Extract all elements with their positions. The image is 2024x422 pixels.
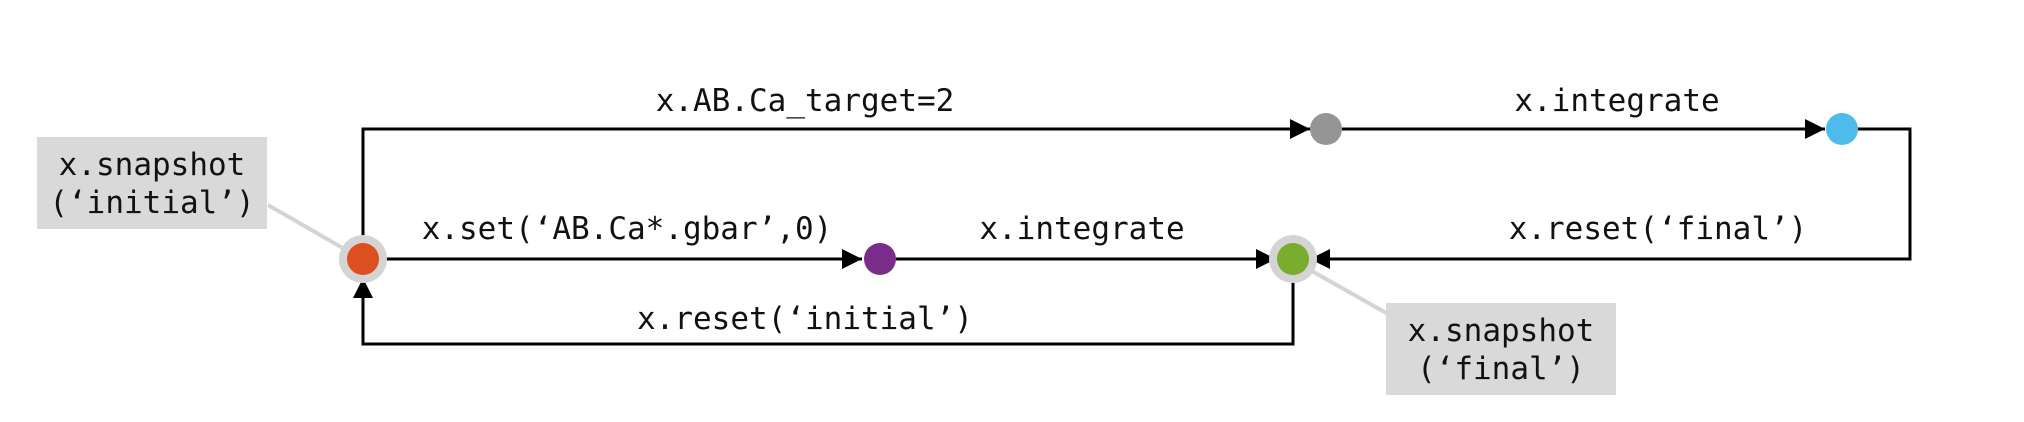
edge-reset-final[interactable] [1310, 127, 1912, 269]
label-integrate-bottom: x.integrate [979, 211, 1184, 247]
note-snapshot-final-line1: x.snapshot [1408, 313, 1595, 349]
node-final[interactable] [1277, 243, 1309, 275]
label-integrate-top: x.integrate [1514, 83, 1719, 119]
label-reset-initial: x.reset(‘initial’) [637, 301, 973, 337]
node-ca-target[interactable] [1310, 113, 1342, 145]
note-snapshot-initial-line1: x.snapshot [59, 147, 246, 183]
note-snapshot-initial: x.snapshot (‘initial’) [37, 137, 267, 229]
connector-snapshot-initial [267, 203, 349, 253]
connector-snapshot-final [1309, 268, 1389, 316]
label-set-gbar: x.set(‘AB.Ca*.gbar’,0) [422, 211, 833, 247]
edge-reset-initial[interactable] [353, 276, 1295, 346]
note-snapshot-initial-line2: (‘initial’) [49, 185, 254, 221]
node-integrated[interactable] [1826, 113, 1858, 145]
node-initial[interactable] [347, 243, 379, 275]
label-set-target: x.AB.Ca_target=2 [656, 83, 955, 119]
note-snapshot-final-line2: (‘final’) [1417, 351, 1585, 387]
node-gbar-zero[interactable] [864, 243, 896, 275]
note-snapshot-initial-box [37, 137, 267, 229]
edge-set-target[interactable] [361, 119, 1310, 259]
note-snapshot-final-box [1386, 303, 1616, 395]
note-snapshot-final: x.snapshot (‘final’) [1386, 303, 1616, 395]
label-reset-final: x.reset(‘final’) [1509, 211, 1808, 247]
